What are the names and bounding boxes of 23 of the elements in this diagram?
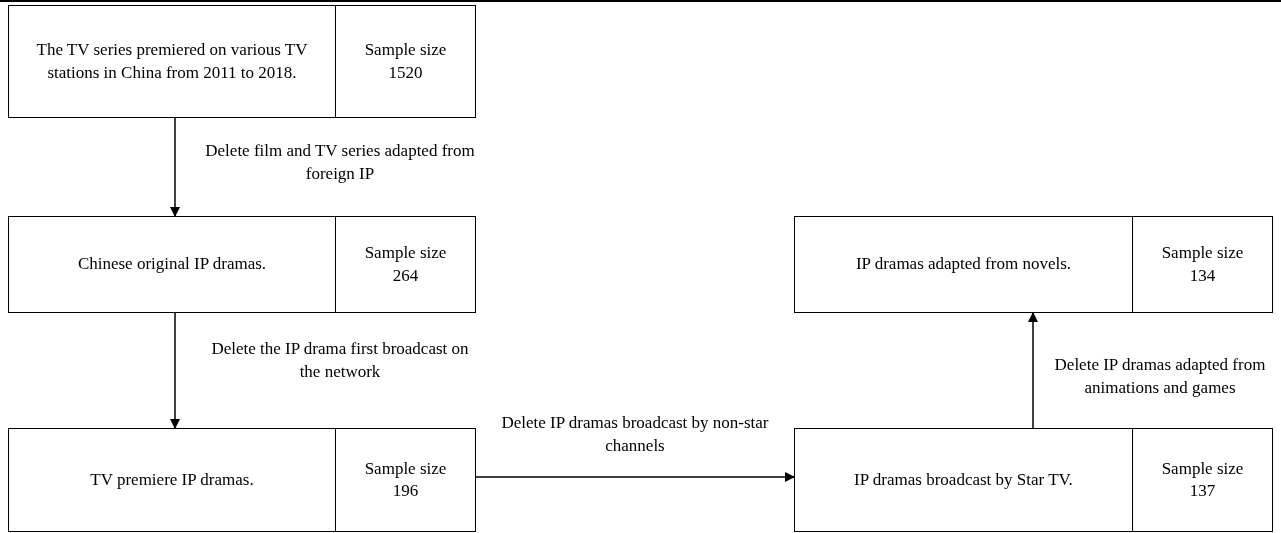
sample-size-text: Sample size 134 xyxy=(1160,242,1245,287)
box-text: TV premiere IP dramas. xyxy=(90,468,254,491)
arrow xyxy=(170,312,180,429)
sample-size-text: Sample size 196 xyxy=(363,457,448,502)
box-text: IP dramas broadcast by Star TV. xyxy=(854,468,1073,491)
box-text: The TV series premiered on various TV stations in China from 2011 to 2018. xyxy=(35,39,309,84)
sample-size-text: Sample size 137 xyxy=(1160,457,1245,502)
edge-label: Delete IP dramas broadcast by non-star channels xyxy=(500,412,770,457)
arrow xyxy=(475,472,795,482)
edge-label: Delete IP dramas adapted from animations and games xyxy=(1053,354,1267,399)
sample-size-text: Sample size 1520 xyxy=(363,39,448,84)
process-box xyxy=(794,216,1273,313)
edge-label: Delete the IP drama first broadcast on the network xyxy=(210,338,470,383)
edge-label: Delete film and TV series adapted from foreign IP xyxy=(204,140,476,185)
process-box xyxy=(8,216,476,313)
process-box xyxy=(8,5,476,118)
box-text: IP dramas adapted from novels. xyxy=(855,253,1072,276)
box-text: Chinese original IP dramas. xyxy=(77,253,267,276)
process-box xyxy=(8,428,476,532)
sample-size-text: Sample size 264 xyxy=(363,242,448,287)
arrow xyxy=(1028,312,1038,429)
process-box xyxy=(794,428,1273,532)
arrow xyxy=(170,117,180,217)
